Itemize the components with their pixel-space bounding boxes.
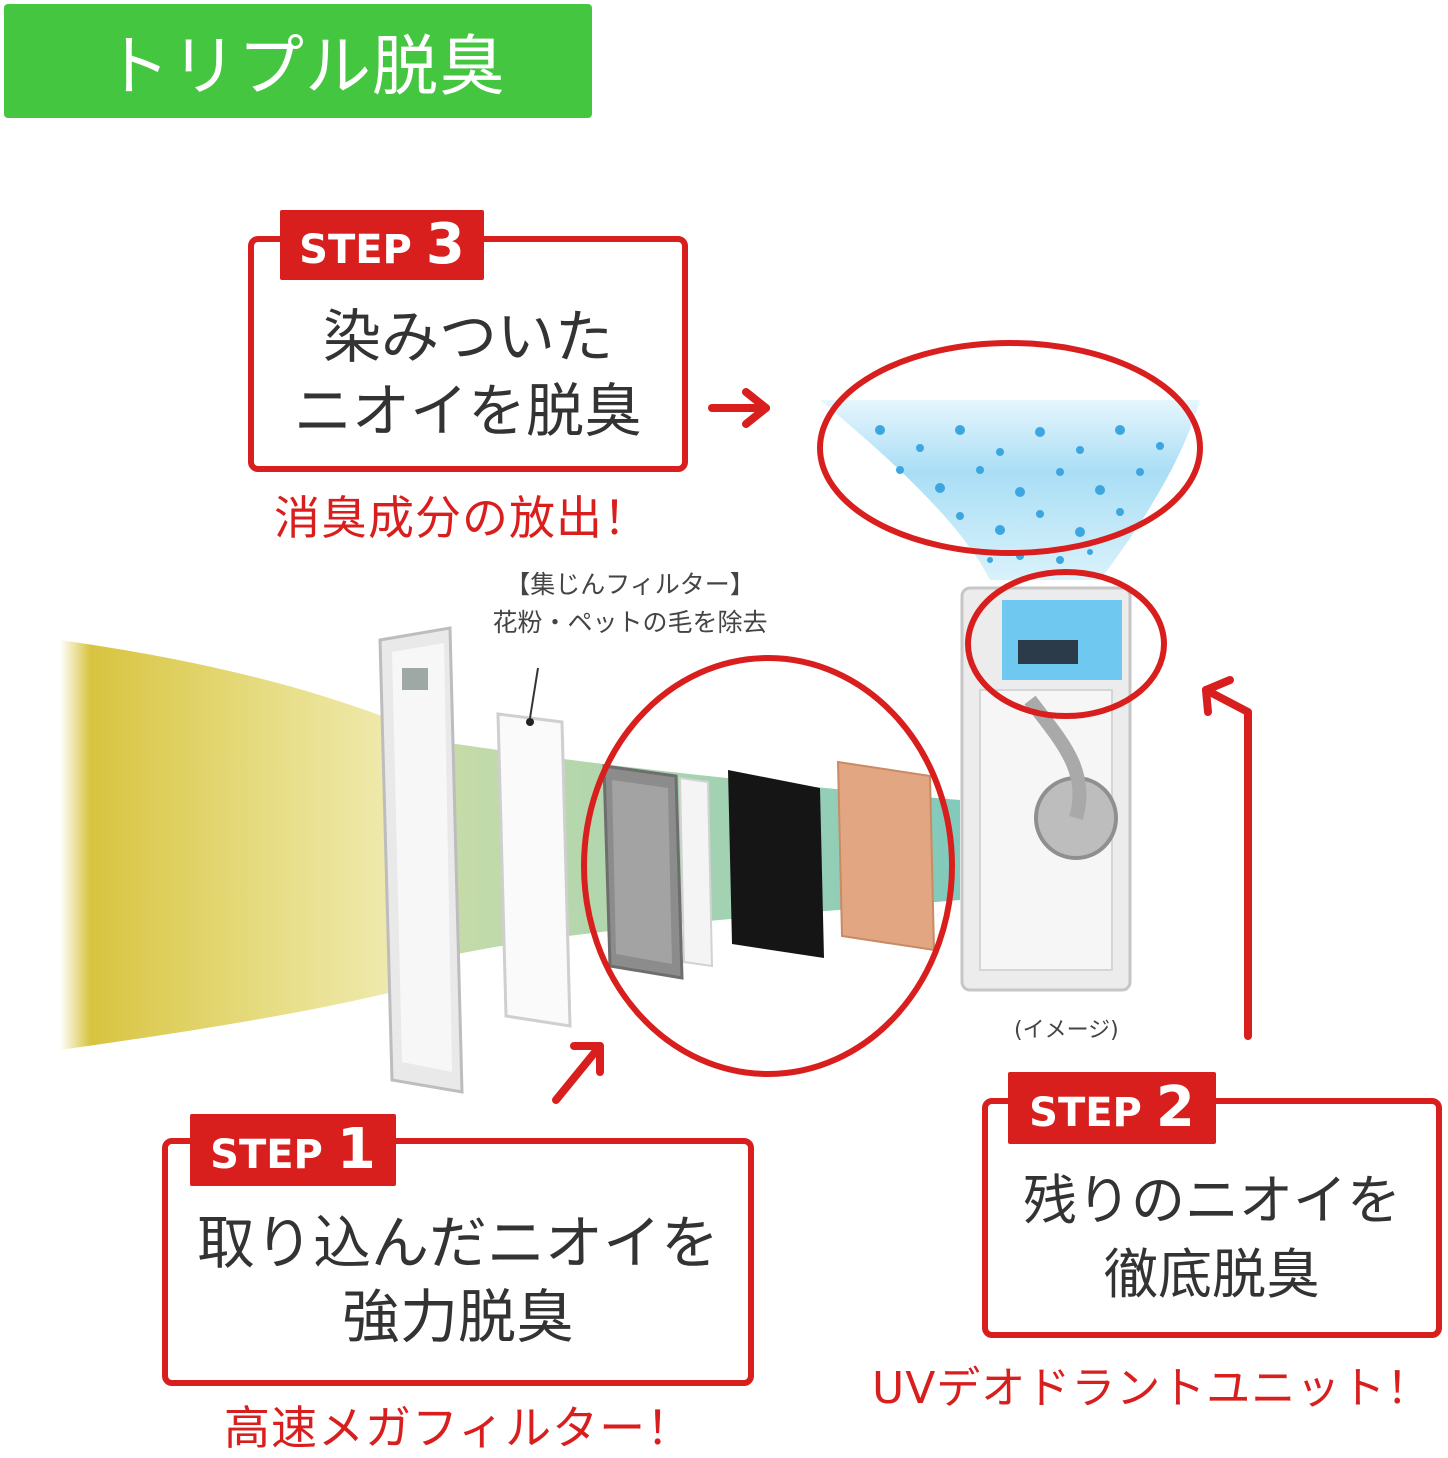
copper-filter [836, 760, 936, 952]
purifier-body [960, 586, 1132, 992]
step1-description: 取り込んだニオイを 強力脱臭 [168, 1206, 748, 1354]
fresh-air-plume [820, 400, 1200, 580]
fresh-air-dots [875, 425, 1164, 564]
uv-unit-highlight [965, 569, 1167, 719]
step2-description: 残りのニオイを 徹底脱臭 [988, 1164, 1436, 1312]
filter-highlight [581, 655, 955, 1077]
arrow-step2 [1202, 676, 1252, 1040]
step1-box: STEP 1 取り込んだニオイを 強力脱臭 [162, 1114, 754, 1386]
step2-line1: 残りのニオイを [1023, 1169, 1401, 1232]
step3-tag-number: 3 [425, 212, 465, 277]
step1-line1: 取り込んだニオイを [196, 1209, 719, 1277]
white-filter [678, 776, 714, 968]
arrow-step1 [552, 1042, 604, 1104]
step1-line2: 強力脱臭 [341, 1283, 574, 1351]
front-panel [378, 626, 464, 1094]
incoming-air [60, 640, 440, 1050]
step2-tag-word: STEP [1029, 1090, 1142, 1136]
header-title: トリプル脱臭 [104, 28, 506, 105]
step2-box: STEP 2 残りのニオイを 徹底脱臭 [982, 1072, 1442, 1338]
step3-description: 染みついた ニオイを脱臭 [254, 300, 682, 448]
step3-caption: 消臭成分の放出！ [274, 491, 650, 545]
filter-note: 【集じんフィルター】 花粉・ペットの毛を除去 [470, 566, 790, 642]
step1-tag-number: 1 [336, 1117, 376, 1182]
step1-tag-word: STEP [210, 1132, 323, 1178]
step3-box: STEP 3 染みついた ニオイを脱臭 [248, 210, 688, 472]
header-badge: トリプル脱臭 [4, 4, 592, 118]
step3-line1: 染みついた [322, 303, 613, 371]
step1-caption: 高速メガフィルター！ [224, 1401, 694, 1455]
fresh-air-highlight [817, 340, 1203, 556]
step2-tag: STEP 2 [1008, 1072, 1216, 1144]
step1-tag: STEP 1 [190, 1114, 396, 1186]
step2-tag-number: 2 [1155, 1075, 1195, 1140]
step3-line2: ニオイを脱臭 [293, 377, 642, 445]
image-note: (イメージ) [1014, 1018, 1119, 1043]
carbon-filter [728, 770, 824, 958]
step2-caption: UVデオドラントユニット！ [872, 1363, 1432, 1414]
step3-tag: STEP 3 [280, 210, 484, 280]
filter-note-desc: 花粉・ペットの毛を除去 [492, 608, 768, 637]
step2-line2: 徹底脱臭 [1104, 1243, 1320, 1306]
dust-filter [496, 712, 572, 1028]
filter-note-title: 【集じんフィルター】 [505, 570, 755, 599]
step3-tag-word: STEP [299, 227, 412, 273]
arrow-step3 [708, 388, 770, 428]
